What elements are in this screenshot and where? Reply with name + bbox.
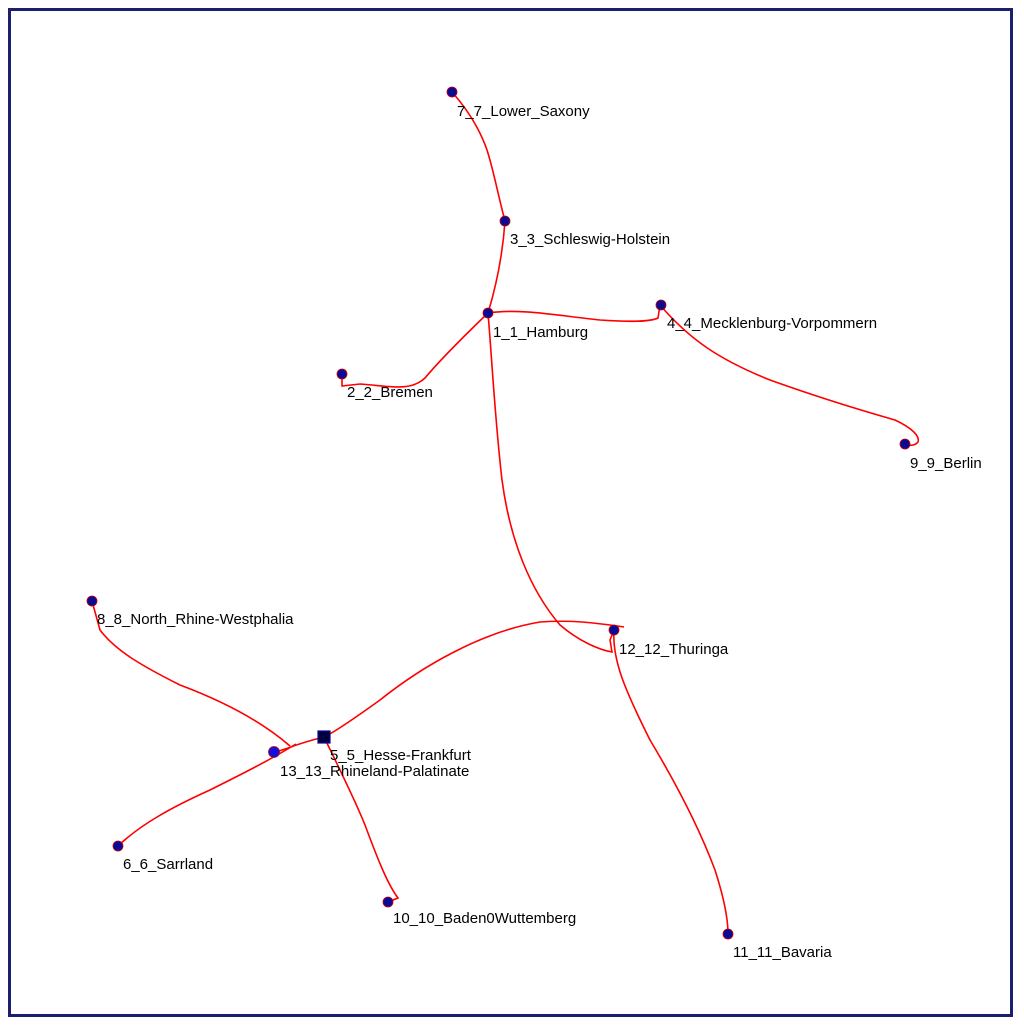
label-berlin: 9_9_Berlin [910,455,982,472]
edge-lower-saxony-schleswig-holstein [451,91,506,222]
edge-mecklenburg-berlin [659,304,920,447]
label-mecklenburg-vorpommern: 4_4_Mecklenburg-Vorpommern [667,315,877,332]
label-bavaria: 11_11_Bavaria [733,944,832,961]
node-hesse-frankfurt[interactable] [317,730,331,744]
node-lower-saxony[interactable] [446,86,458,98]
label-thuringa: 12_12_Thuringa [619,641,729,658]
node-hamburg[interactable] [482,307,494,319]
label-baden-wuttemberg: 10_10_Baden0Wuttemberg [393,910,576,927]
node-rhineland-palatinate[interactable] [268,746,280,758]
node-schleswig-holstein[interactable] [499,215,511,227]
edge-hamburg-mecklenburg [487,304,661,323]
node-berlin[interactable] [899,438,911,450]
node-baden-wuttemberg[interactable] [382,896,394,908]
labels: 1_1_Hamburg 2_2_Bremen 3_3_Schleswig-Hol… [97,103,982,961]
edge-thuringa-bavaria [613,629,729,935]
node-sarrland[interactable] [112,840,124,852]
edge-hamburg-thuringa [487,312,615,653]
label-lower-saxony: 7_7_Lower_Saxony [457,103,590,120]
edge-rhineland-nrw [91,600,291,747]
edge-hamburg-bremen [341,312,489,388]
edge-schleswig-holstein-hamburg [487,220,506,314]
label-north-rhine-westphalia: 8_8_North_Rhine-Westphalia [97,611,294,628]
edge-thuringa-hesse [323,620,625,738]
label-sarrland: 6_6_Sarrland [123,856,213,873]
edge-hesse-rhineland [275,736,325,753]
diagram-frame [8,8,1013,1017]
edge-rhineland-sarrland [117,743,297,847]
node-bavaria[interactable] [722,928,734,940]
edge-hesse-baden [323,736,400,903]
node-thuringa[interactable] [608,624,620,636]
label-bremen: 2_2_Bremen [347,384,433,401]
node-north-rhine-westphalia[interactable] [86,595,98,607]
label-schleswig-holstein: 3_3_Schleswig-Holstein [510,231,670,248]
label-rhineland-palatinate: 13_13_Rhineland-Palatinate [280,763,469,780]
node-bremen[interactable] [336,368,348,380]
node-mecklenburg-vorpommern[interactable] [655,299,667,311]
label-hesse-frankfurt: 5_5_Hesse-Frankfurt [330,747,472,764]
label-hamburg: 1_1_Hamburg [493,324,588,341]
nodes [86,86,911,940]
